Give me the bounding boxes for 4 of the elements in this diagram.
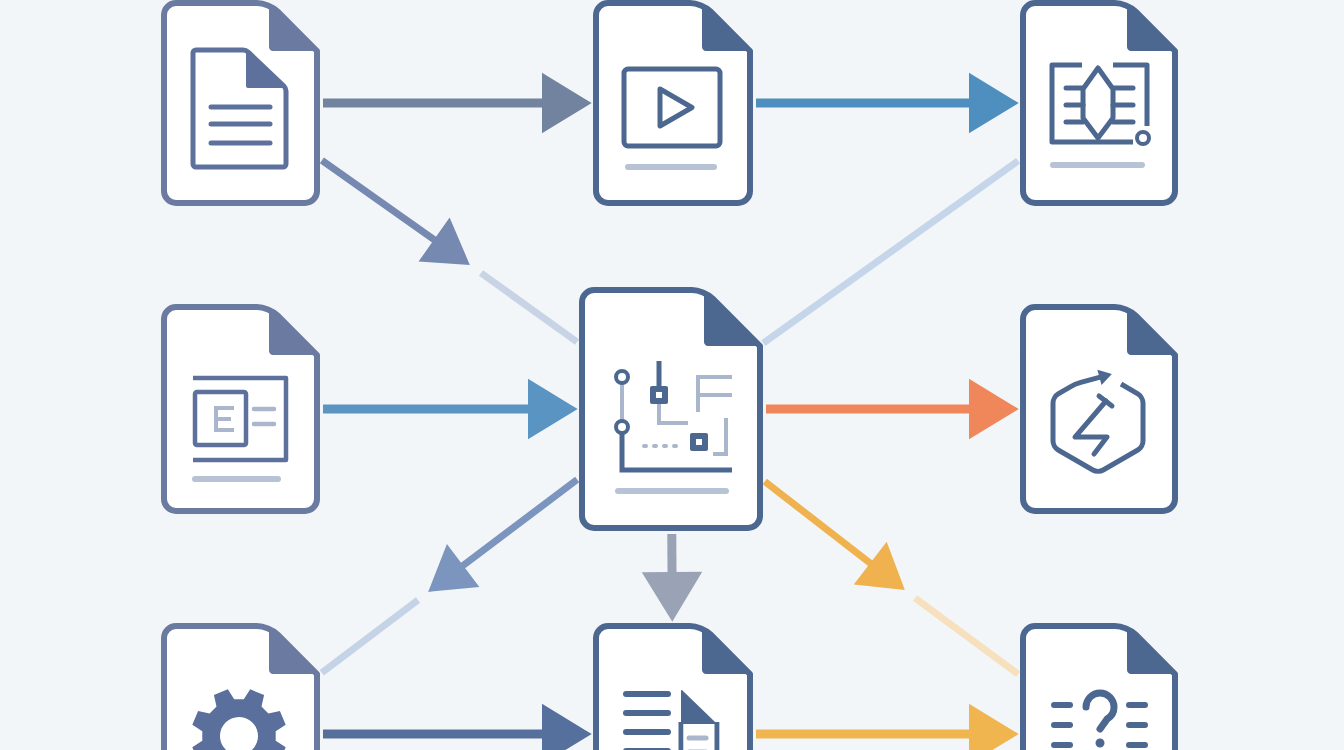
connector-line (478, 270, 580, 345)
connector-line (912, 595, 1021, 678)
connector-line (761, 157, 1021, 346)
connector-line (319, 597, 421, 676)
